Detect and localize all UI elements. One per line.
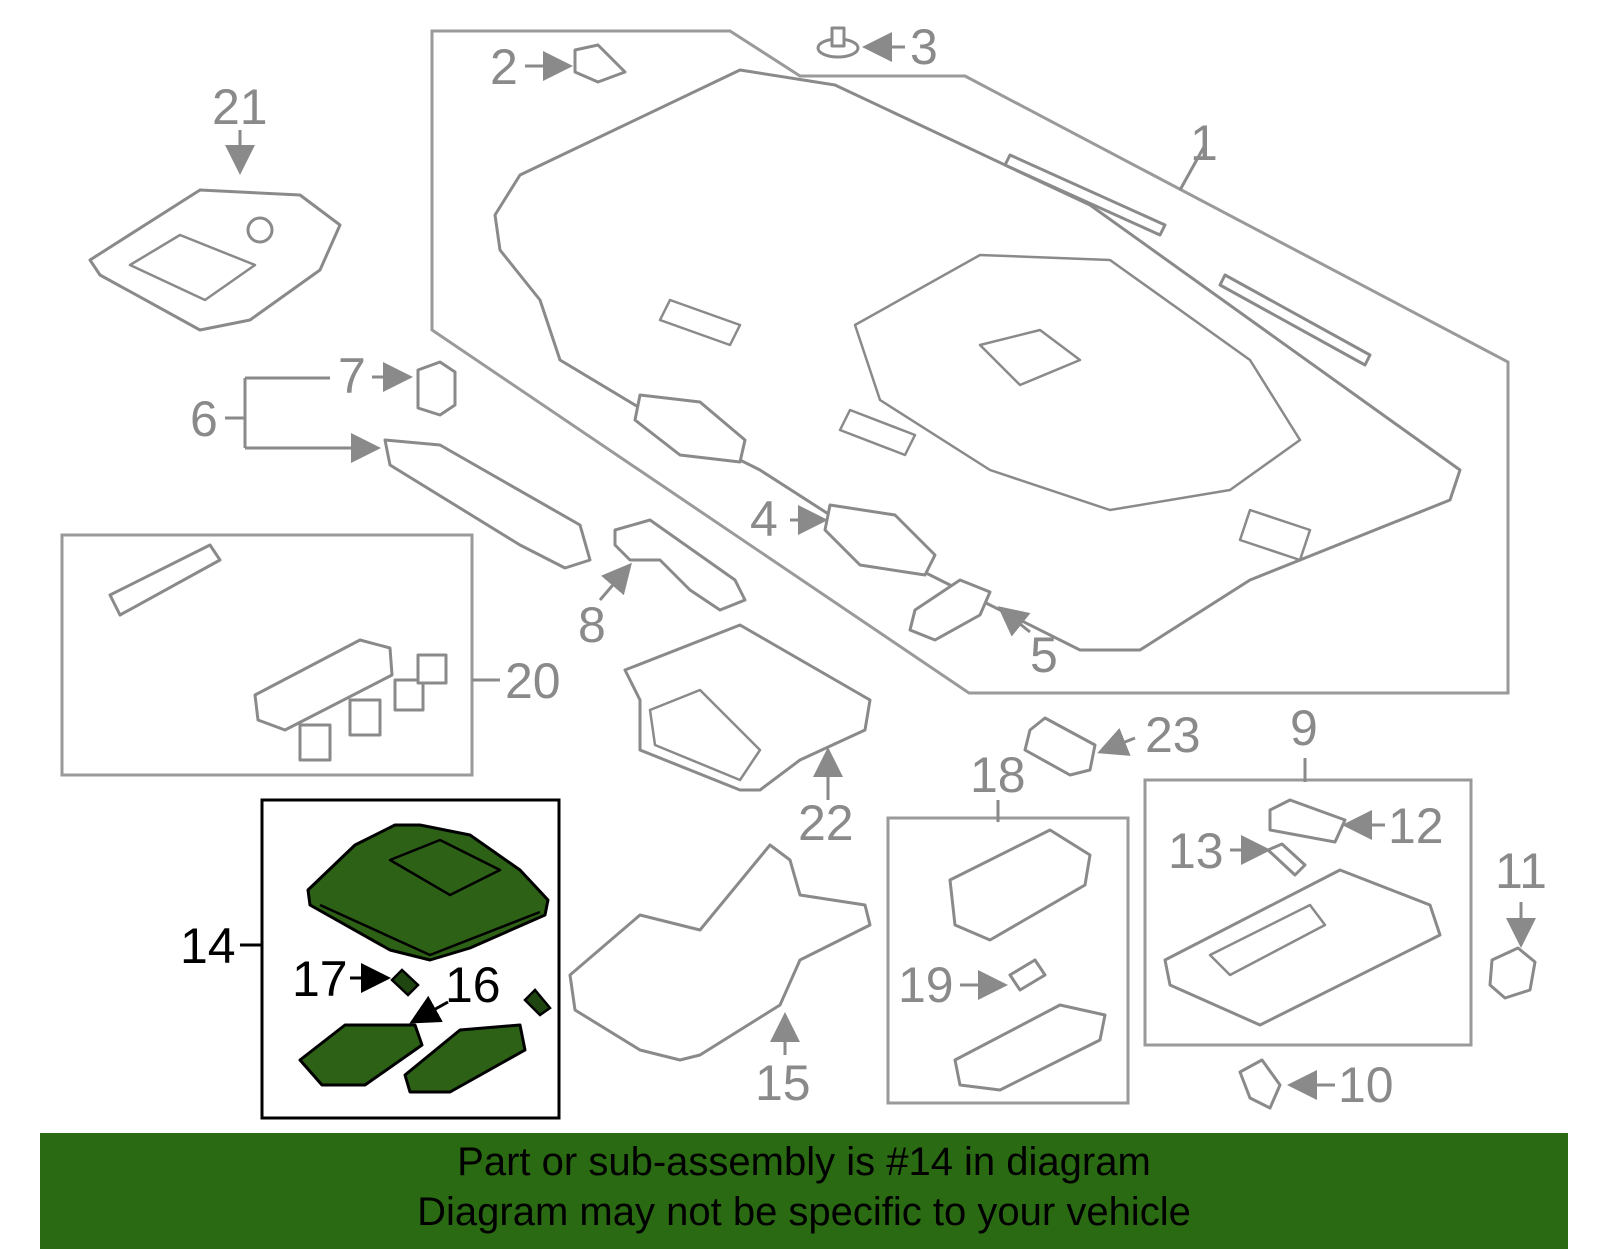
- leader-23: [1097, 728, 1136, 756]
- callout-22: 22: [798, 795, 854, 851]
- lamp-lens-part-16-left[interactable]: [298, 1023, 424, 1087]
- sun-visor-part-9: [1163, 868, 1442, 1027]
- assist-grip-part-8: [613, 518, 747, 612]
- callout-17: 17: [292, 951, 348, 1007]
- lens-part-18: [953, 1003, 1107, 1092]
- leader-5: [997, 606, 1031, 637]
- headliner-slot-c: [1238, 508, 1312, 562]
- leader-8: [598, 562, 632, 601]
- callout-20: 20: [505, 653, 561, 709]
- banner-line-1: Part or sub-assembly is #14 in diagram: [457, 1140, 1151, 1184]
- callout-13: 13: [1168, 823, 1224, 879]
- overhead-console-switch-panel: [388, 838, 502, 897]
- headliner-rail-strip-b: [1218, 273, 1372, 367]
- overhead-console-lower-edge: [319, 903, 541, 957]
- callout-19: 19: [898, 957, 954, 1013]
- part-14-frame: [260, 798, 561, 1120]
- visor-clip-part-10: [1238, 1058, 1282, 1110]
- bulb-part-19: [1008, 958, 1047, 992]
- switch-knob-d: [416, 653, 448, 685]
- info-banner: Part or sub-assembly is #14 in diagram D…: [40, 1133, 1568, 1249]
- callout-7: 7: [338, 348, 366, 404]
- lamp-part-23: [1023, 716, 1097, 777]
- part-18-frame: [886, 816, 1130, 1105]
- callout-8: 8: [578, 597, 606, 653]
- banner-line-2: Diagram may not be specific to your vehi…: [417, 1190, 1191, 1234]
- callout-4: 4: [750, 491, 778, 547]
- clip-part-7: [416, 360, 457, 417]
- headliner-rail-strip-a: [1003, 153, 1167, 237]
- callout-5: 5: [1030, 627, 1058, 683]
- headliner-slot-a: [658, 298, 742, 347]
- mounting-bracket-part-15: [568, 843, 872, 1062]
- callout-2: 2: [490, 39, 518, 95]
- overhead-plate-window: [128, 233, 257, 302]
- callout-3: 3: [910, 19, 938, 75]
- callout-18: 18: [970, 747, 1026, 803]
- push-pin-stem: [830, 26, 846, 48]
- headliner-slot-b: [838, 408, 917, 457]
- headliner-sun-opening: [978, 328, 1082, 387]
- map-lamp-part-18: [948, 828, 1092, 942]
- bulb-part-17-spare[interactable]: [523, 988, 552, 1017]
- switch-knob-c: [393, 678, 425, 712]
- callout-15: 15: [755, 1055, 811, 1111]
- callout-11: 11: [1495, 843, 1547, 899]
- bulb-part-17[interactable]: [390, 968, 420, 997]
- callout-16: 16: [445, 957, 501, 1013]
- mirror-lens-part-12: [1268, 798, 1347, 844]
- console-frame-part-22: [623, 623, 872, 792]
- overhead-plate-part-21: [88, 188, 342, 332]
- switch-knob-b: [348, 698, 382, 737]
- leader-1: [1178, 144, 1207, 191]
- console-frame-screen: [648, 688, 762, 782]
- clip-part-2: [573, 43, 627, 84]
- switch-bracket-part-20: [108, 543, 222, 617]
- callout-1: 1: [1190, 115, 1218, 171]
- headliner-group: [430, 29, 1510, 695]
- bulb-part-13: [1266, 842, 1307, 877]
- callout-10: 10: [1338, 1057, 1394, 1113]
- rail-part-6: [383, 438, 592, 570]
- headliner-inner-contour: [853, 253, 1302, 512]
- overhead-plate-dome: [246, 216, 274, 244]
- bracket-part-4-upper: [633, 393, 747, 464]
- part-9-frame: [1143, 778, 1473, 1047]
- callout-23: 23: [1145, 707, 1201, 763]
- headliner-panel: [493, 68, 1462, 652]
- lamp-lens-part-16-right[interactable]: [403, 1023, 527, 1094]
- leader-16: [409, 995, 449, 1024]
- callout-9: 9: [1290, 700, 1318, 756]
- switch-bezel-part-20: [253, 638, 394, 732]
- switch-knob-a: [298, 723, 332, 762]
- clip-part-5: [908, 578, 992, 642]
- callout-6: 6: [190, 391, 218, 447]
- callout-12: 12: [1388, 798, 1444, 854]
- callout-14: 14: [180, 918, 236, 974]
- headliner-outline-frame: [430, 29, 1510, 695]
- sun-visor-mirror: [1208, 903, 1327, 977]
- part-20-frame: [60, 533, 474, 777]
- visor-holder-part-11: [1488, 946, 1537, 1000]
- callout-21: 21: [212, 79, 268, 135]
